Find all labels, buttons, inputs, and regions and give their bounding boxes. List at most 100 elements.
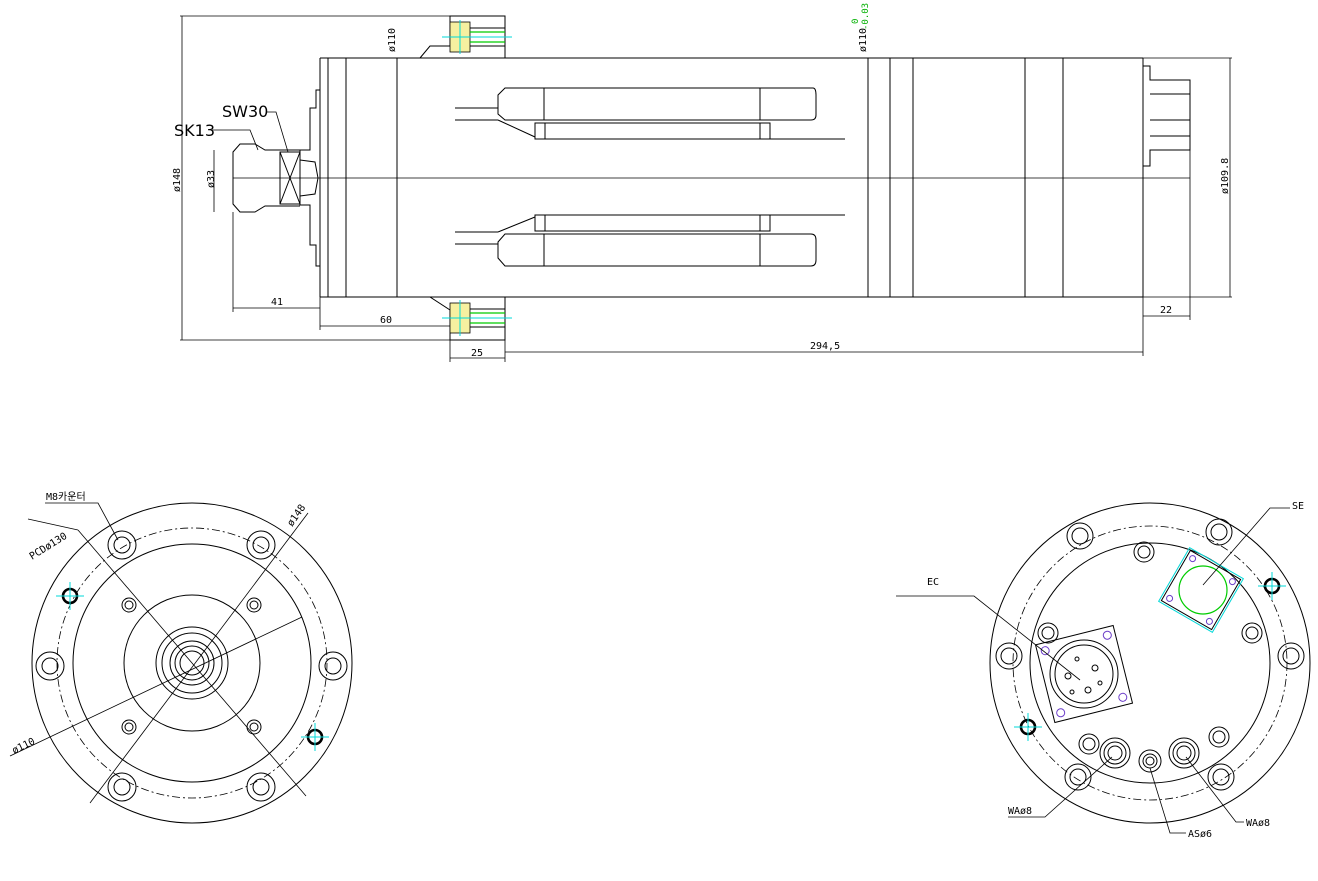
rear-connector	[1143, 65, 1191, 167]
label-dim-294-5: 294,5	[810, 341, 840, 352]
front-nose-circle	[155, 626, 229, 700]
front-hole	[318, 651, 348, 681]
wa8-right-fitting-inner	[1172, 741, 1196, 765]
rear-small-hole	[1133, 541, 1155, 563]
rear-small-hole	[1241, 622, 1263, 644]
se-screw-hole-4	[1205, 617, 1213, 625]
se-connector	[1157, 546, 1245, 634]
rear-inner-circle	[1029, 542, 1271, 784]
se-screw-hole-3	[1166, 594, 1174, 602]
front-hole-inner-6	[252, 778, 270, 796]
m8-leader	[45, 502, 119, 541]
rear-small-hole	[1208, 726, 1230, 748]
label-ec: EC	[927, 577, 939, 588]
label-m8: M8카운터	[46, 491, 86, 503]
rear-hole-inner-5	[1069, 768, 1087, 786]
sw30-leader	[266, 111, 289, 153]
rear-small-hole-inner-2	[1041, 626, 1055, 640]
upper-inner-diag	[497, 119, 536, 138]
rear-hole	[1064, 763, 1092, 791]
label-tol-lower: -0.03	[861, 3, 871, 30]
front-hole-inner-4	[324, 657, 342, 675]
label-d148-front: ø148	[285, 503, 308, 529]
label-tol-upper: 0	[851, 19, 861, 24]
se-connector-flange	[1157, 546, 1245, 634]
front-small-hole	[246, 597, 262, 613]
rear-small-hole-inner-5	[1212, 730, 1226, 744]
front-outer-circle	[31, 502, 353, 824]
front-hole-inner-2	[252, 536, 270, 554]
label-d33: ø33	[206, 170, 217, 188]
front-view: M8카운터 PCDø130 ø148 ø110	[9, 491, 353, 824]
rear-hole-inner-2	[1210, 523, 1228, 541]
rear-hole-inner-6	[1212, 768, 1230, 786]
front-inner-circle	[72, 543, 312, 783]
label-as6: ASø6	[1188, 829, 1212, 840]
wa8-left-leader	[1008, 756, 1113, 818]
se-sensor-circle	[1178, 565, 1228, 615]
label-wa8-right: WAø8	[1246, 818, 1270, 829]
front-nose-circle-5	[179, 650, 205, 676]
label-dim-25: 25	[471, 348, 483, 359]
rear-hole-inner	[1071, 527, 1089, 545]
ec-pin	[1064, 672, 1072, 680]
label-sw30: SW30	[222, 102, 268, 121]
ec-screw-hole-3	[1056, 708, 1066, 718]
ec-leader	[896, 595, 1081, 681]
upper-rotor-outline	[497, 87, 817, 121]
sk13-leader	[212, 129, 259, 151]
ec-screw-hole	[1040, 646, 1050, 656]
front-hole-inner-3	[41, 657, 59, 675]
front-nose-circle-4	[174, 645, 210, 681]
front-hole	[35, 651, 65, 681]
lower-inner-diag	[497, 216, 536, 233]
ec-connector-body-inner	[1054, 644, 1114, 704]
wa8-right-fitting-core	[1176, 745, 1192, 761]
rear-small-hole-inner-4	[1082, 737, 1096, 751]
wa8-left-fitting	[1099, 737, 1131, 769]
front-nose-circle-2	[161, 632, 223, 694]
front-small-hole	[246, 719, 262, 735]
rear-hole-inner-3	[1000, 647, 1018, 665]
front-small-hole-inner-4	[249, 722, 259, 732]
lower-rotor-outline	[497, 233, 817, 267]
rear-pcd-circle	[1012, 525, 1288, 801]
label-d110-b: ø110	[858, 28, 869, 52]
label-se: SE	[1292, 501, 1304, 512]
rear-small-hole-inner-3	[1245, 626, 1259, 640]
pcd-leader-line	[77, 529, 307, 797]
d148-front-line	[89, 512, 309, 804]
label-dim-22: 22	[1160, 305, 1172, 316]
front-hole	[246, 530, 276, 560]
as6-leader	[1149, 767, 1186, 834]
upper-shaft-bar	[534, 122, 771, 140]
ec-pin-4	[1084, 686, 1092, 694]
label-wa8-left: WAø8	[1008, 806, 1032, 817]
label-dim-41: 41	[271, 297, 283, 308]
label-sk13: SK13	[174, 121, 215, 140]
rear-hole	[1207, 763, 1235, 791]
rear-hole	[995, 642, 1023, 670]
se-leader	[1202, 507, 1290, 586]
label-pcd: PCDø130	[28, 531, 70, 563]
pcd-leader-tail	[27, 518, 79, 531]
rear-hole	[1066, 522, 1094, 550]
se-screw-hole	[1189, 555, 1197, 563]
front-hole-inner	[113, 536, 131, 554]
front-nose-circle-3	[169, 640, 215, 686]
side-view: SW30 SK13 ø148 ø33 ø110 ø110 0 -0.03 ø10…	[172, 3, 1232, 362]
rear-outer-circle	[989, 502, 1311, 824]
lower-shaft-bar	[534, 214, 771, 232]
front-small-hole-inner-3	[124, 722, 134, 732]
ec-connector-body	[1049, 639, 1119, 709]
wa8-right-fitting	[1168, 737, 1200, 769]
se-screw-hole-2	[1228, 578, 1236, 586]
front-small-hole-inner	[124, 600, 134, 610]
front-hole	[107, 772, 137, 802]
as6-fitting-core	[1145, 756, 1155, 766]
front-hole-inner-5	[113, 778, 131, 796]
wa8-left-fitting-inner	[1103, 741, 1127, 765]
rear-small-hole	[1078, 733, 1100, 755]
wa8-left-fitting-core	[1107, 745, 1123, 761]
